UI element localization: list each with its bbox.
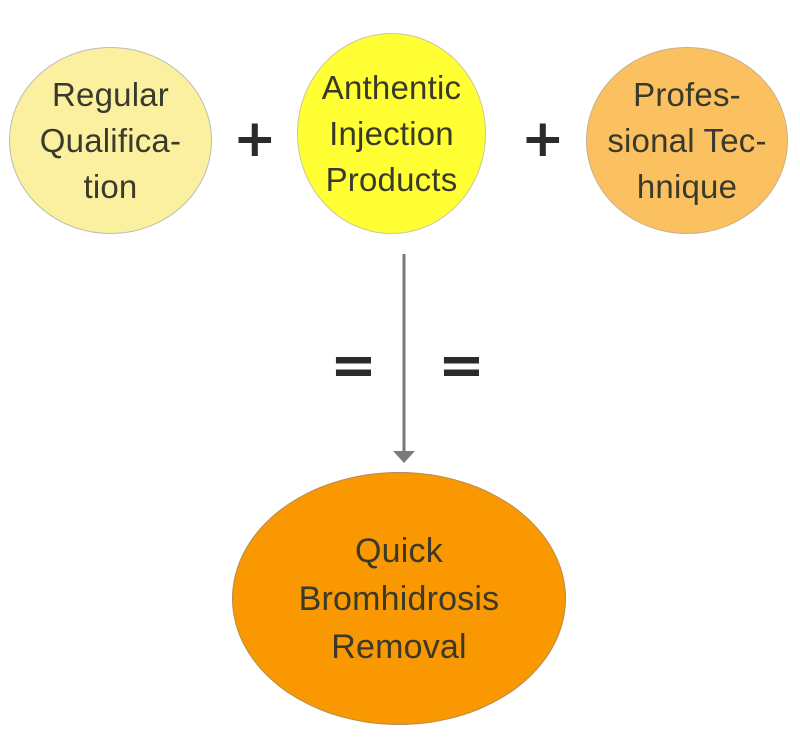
equals-operator: = <box>330 333 377 398</box>
node-professional-technique: Profes- sional Tec- hnique <box>586 47 788 234</box>
node-label: Regular Qualifica- tion <box>39 75 182 205</box>
plus-operator: + <box>233 109 277 169</box>
node-quick-bromhidrosis-removal: Quick Bromhidrosis Removal <box>232 472 566 725</box>
node-regular-qualification: Regular Qualifica- tion <box>9 47 212 234</box>
node-authentic-injection-products: Anthentic Injection Products <box>297 33 486 234</box>
node-label: Quick Bromhidrosis Removal <box>298 531 500 666</box>
equals-operator: = <box>438 333 485 398</box>
node-label: Profes- sional Tec- hnique <box>607 75 767 205</box>
arrow-head <box>393 451 415 463</box>
node-label: Anthentic Injection Products <box>321 68 462 198</box>
plus-operator: + <box>521 109 565 169</box>
